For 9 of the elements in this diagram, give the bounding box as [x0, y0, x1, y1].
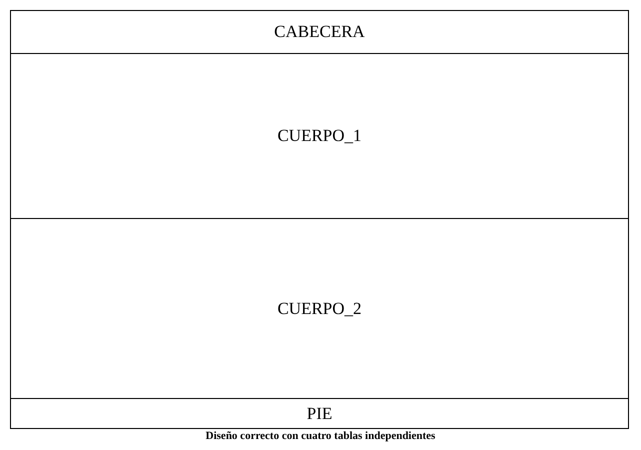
table-section: [10, 10, 629, 54]
table-section: [10, 218, 629, 399]
caption: Diseño correcto con cuatro tablas independientes: [204, 430, 436, 442]
section-label: CABECERA: [274, 22, 365, 42]
table-section: [10, 53, 629, 219]
table-section: [10, 398, 629, 429]
section-label: CUERPO_2: [277, 298, 362, 318]
section-label: CUERPO_1: [277, 126, 362, 146]
section-label: PIE: [306, 404, 332, 424]
